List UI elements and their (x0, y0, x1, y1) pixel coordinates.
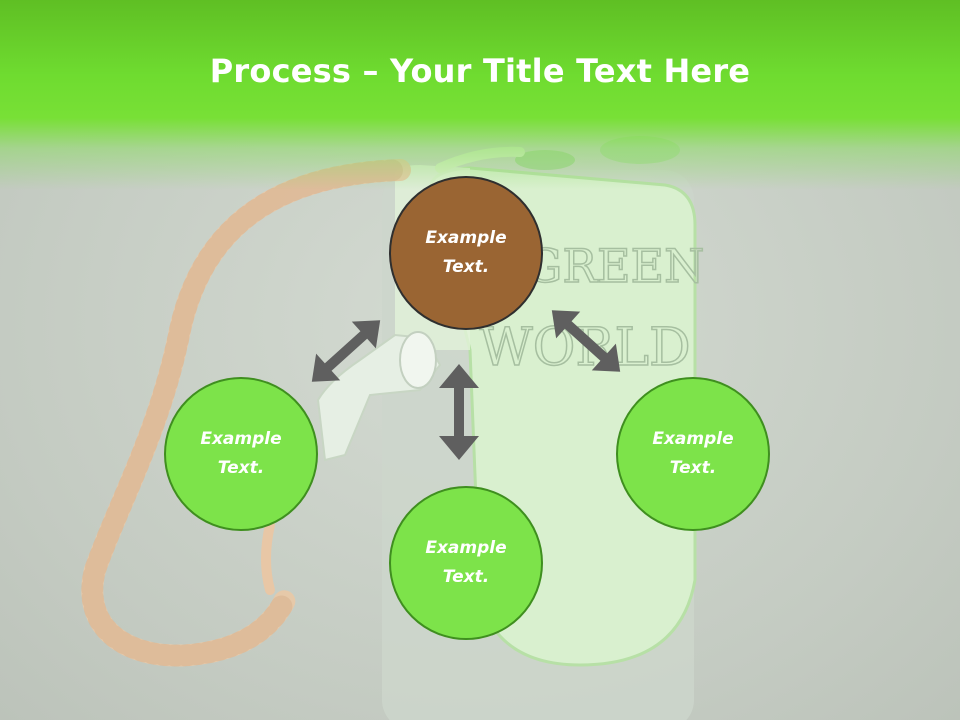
node-right-text: Example Text. (652, 429, 734, 478)
slide-title: Process – Your Title Text Here (0, 52, 960, 90)
double-arrow-vertical (439, 364, 479, 460)
process-node-right[interactable]: Example Text. (616, 377, 770, 531)
process-node-bottom[interactable]: Example Text. (389, 486, 543, 640)
double-arrow-top-right (551, 310, 621, 372)
node-top-text: Example Text. (425, 228, 507, 277)
nozzle-head (399, 331, 437, 389)
process-node-left[interactable]: Example Text. (164, 377, 318, 531)
title-rest: – Your Title Text Here (351, 52, 751, 90)
double-arrow-top-left (311, 320, 381, 382)
node-left-text: Example Text. (200, 429, 282, 478)
coiled-hose-shade (81, 159, 411, 667)
sign-text-green: GREEN (526, 239, 705, 293)
sign-text-world: WORLD (479, 318, 690, 378)
title-bar (0, 0, 960, 190)
title-bold: Process (209, 52, 352, 90)
node-bottom-text: Example Text. (425, 538, 507, 587)
process-node-top[interactable]: Example Text. (389, 176, 543, 330)
hose-drop (261, 520, 275, 595)
